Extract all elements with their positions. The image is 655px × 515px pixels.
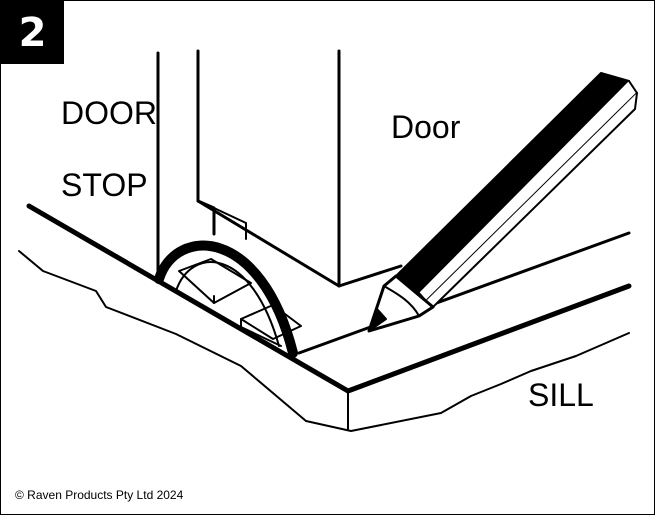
door-stop-label-line1: DOOR	[61, 95, 157, 131]
copyright-notice: © Raven Products Pty Ltd 2024	[15, 488, 184, 502]
door	[196, 49, 403, 288]
pencil-icon	[367, 72, 638, 333]
door-label: Door	[391, 109, 461, 145]
sill	[18, 203, 632, 432]
gap-arc	[154, 240, 298, 358]
step-number-badge: 2	[1, 1, 64, 64]
door-stop-label-line2: STOP	[61, 167, 148, 203]
sill-label: SILL	[528, 377, 594, 413]
